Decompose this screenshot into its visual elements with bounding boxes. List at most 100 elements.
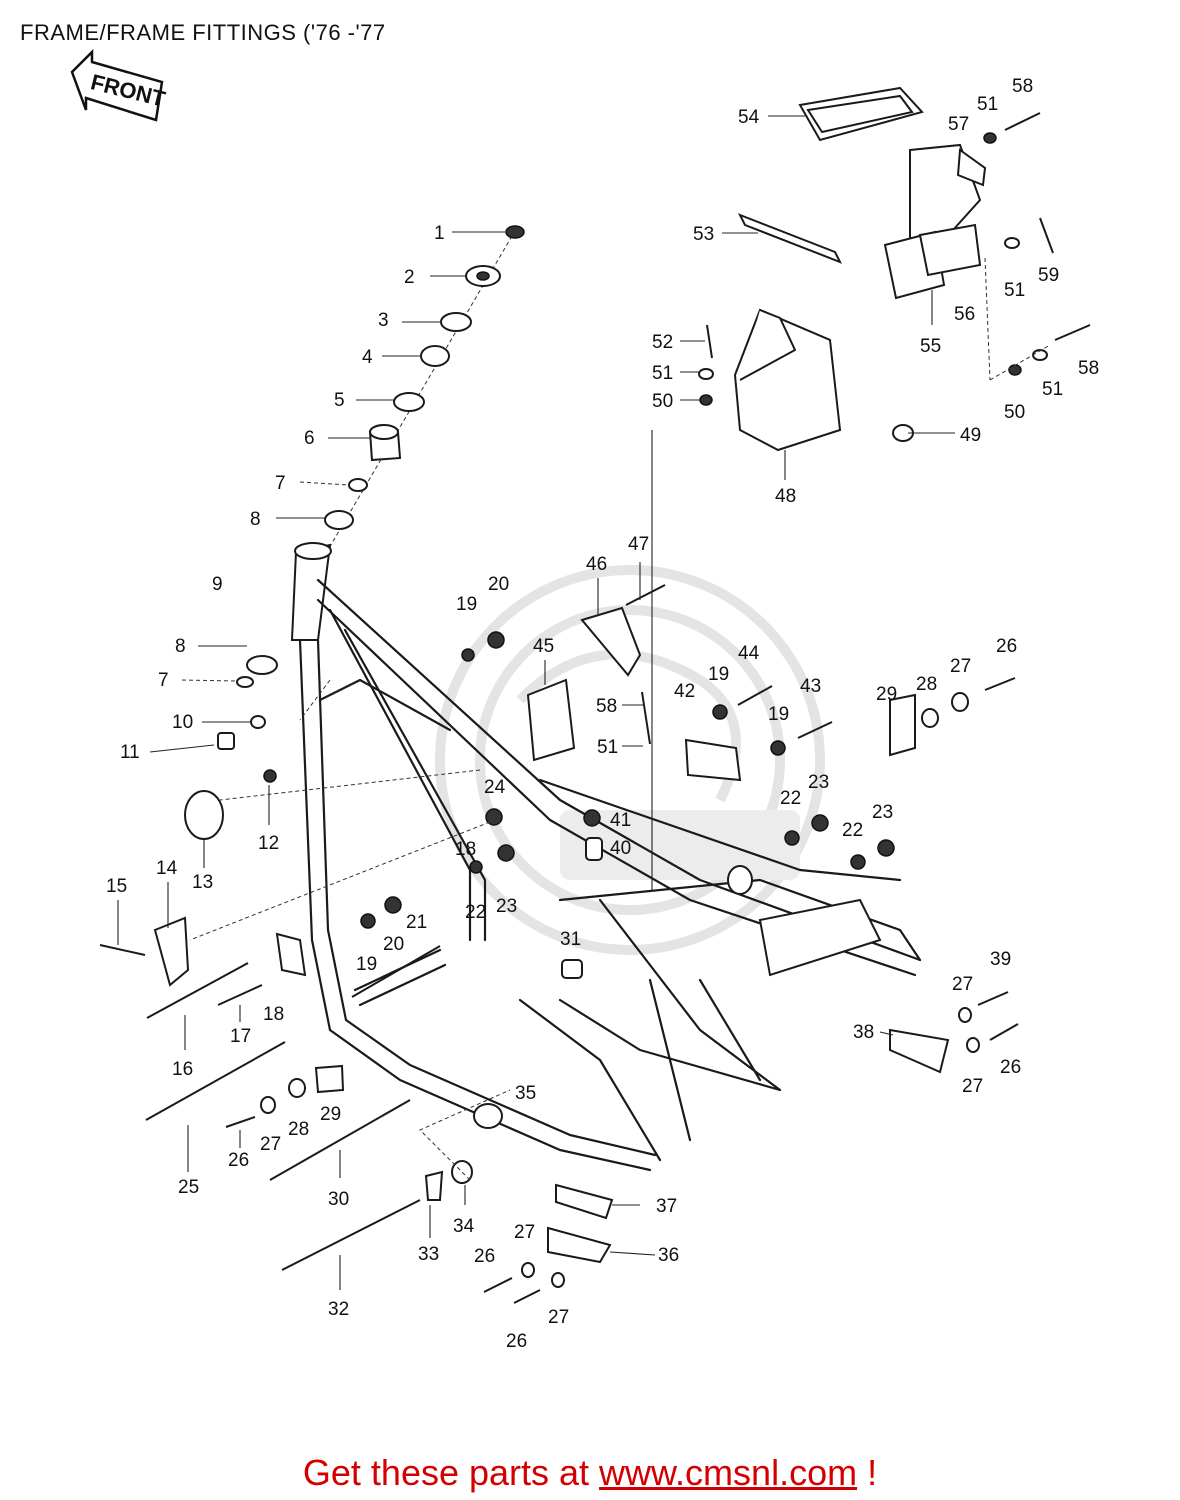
part-19-nut xyxy=(360,913,376,929)
callout-20-upper: 20 xyxy=(488,574,509,595)
callout-57: 57 xyxy=(948,114,969,135)
callout-18-upper: 18 xyxy=(455,839,476,860)
part-31-collar xyxy=(561,959,583,979)
callout-41: 41 xyxy=(610,810,631,831)
part-53-strap xyxy=(737,213,843,264)
part-40-collar xyxy=(585,837,603,861)
part-8-race xyxy=(324,510,354,530)
part-29-bracket xyxy=(314,1064,345,1094)
steering-head-stack xyxy=(324,225,525,556)
callout-17: 17 xyxy=(230,1026,251,1047)
callout-51: 51 xyxy=(652,363,673,384)
callout-26-bottom-b: 26 xyxy=(506,1331,527,1352)
callout-38: 38 xyxy=(853,1022,874,1043)
part-1-bolt xyxy=(505,225,525,239)
callout-21: 21 xyxy=(406,912,427,933)
callout-47: 47 xyxy=(628,534,649,555)
part-56-holder xyxy=(918,223,982,277)
part-58-bolt-right xyxy=(1054,324,1091,341)
footer-url[interactable]: www.cmsnl.com xyxy=(599,1452,858,1493)
part-5-washer xyxy=(393,392,425,412)
front-arrow: FRONT xyxy=(70,48,168,122)
callout-23-mid: 23 xyxy=(808,772,829,793)
callout-12: 12 xyxy=(258,833,279,854)
callout-50: 50 xyxy=(652,391,673,412)
callout-24: 24 xyxy=(484,777,506,798)
leader-lines xyxy=(117,115,955,1290)
callout-39: 39 xyxy=(990,949,1011,970)
callout-19: 19 xyxy=(356,954,377,975)
part-3-washer xyxy=(440,312,472,332)
part-30-bolt xyxy=(269,1099,411,1181)
callout-35: 35 xyxy=(515,1083,536,1104)
callout-58-right: 58 xyxy=(1078,358,1099,379)
part-32-bolt xyxy=(281,1199,421,1271)
part-14-bracket xyxy=(153,916,190,987)
watermark-logo xyxy=(435,565,825,955)
part-29-bracket-right xyxy=(889,693,916,757)
part-33-clip xyxy=(424,1170,444,1201)
callout-51-mid: 51 xyxy=(1004,280,1025,301)
callout-58: 58 xyxy=(1012,76,1033,97)
callout-22-right: 22 xyxy=(842,820,863,841)
part-27-washer-right xyxy=(951,692,969,712)
callout-labels: 1 2 3 4 5 6 7 8 9 8 7 10 11 12 13 14 15 … xyxy=(106,76,1099,1352)
callout-5: 5 xyxy=(334,390,345,411)
footer-suffix: ! xyxy=(857,1452,878,1493)
callout-32: 32 xyxy=(328,1299,349,1320)
part-28-washer-right xyxy=(921,708,939,728)
callout-53: 53 xyxy=(693,224,714,245)
part-48-battery-box xyxy=(733,308,842,452)
footer-prefix: Get these parts at xyxy=(302,1452,600,1493)
callout-59: 59 xyxy=(1038,265,1059,286)
callout-49: 49 xyxy=(960,425,981,446)
callout-51-right: 51 xyxy=(1042,379,1063,400)
part-11-collar xyxy=(217,732,235,750)
part-58-bolt-lower xyxy=(641,691,651,745)
main-frame xyxy=(290,542,922,1172)
part-35-stay xyxy=(473,1103,503,1129)
footer-link[interactable]: Get these parts at www.cmsnl.com ! xyxy=(0,1452,1180,1494)
callout-28: 28 xyxy=(288,1119,309,1140)
callout-15: 15 xyxy=(106,876,127,897)
callout-23-right: 23 xyxy=(872,802,893,823)
part-20-nut xyxy=(384,896,402,914)
part-13-reflector xyxy=(184,790,224,840)
callout-51-lower: 51 xyxy=(597,737,618,758)
part-44-bolt xyxy=(737,685,773,706)
callout-33: 33 xyxy=(418,1244,439,1265)
callout-28-right: 28 xyxy=(916,674,937,695)
callout-22-mid: 22 xyxy=(780,788,801,809)
callout-16: 16 xyxy=(172,1059,193,1080)
part-57-clip xyxy=(956,148,987,187)
callout-27-right-b: 27 xyxy=(962,1076,983,1097)
part-17-bolt xyxy=(217,984,263,1006)
callout-7-lower: 7 xyxy=(158,670,169,691)
callout-26-bottom-a: 26 xyxy=(474,1246,495,1267)
callout-14: 14 xyxy=(156,858,178,879)
callout-29-right: 29 xyxy=(876,684,897,705)
callout-44: 44 xyxy=(738,643,760,664)
callout-56: 56 xyxy=(954,304,975,325)
part-25-bolt xyxy=(145,1041,286,1121)
part-38-bracket xyxy=(889,1028,950,1074)
part-47-bolt xyxy=(625,584,666,606)
part-46-bracket xyxy=(580,606,642,677)
part-39-bolt xyxy=(977,991,1009,1006)
callout-1: 1 xyxy=(434,223,445,244)
callout-19-right: 19 xyxy=(768,704,789,725)
part-41-nut xyxy=(583,809,601,827)
callout-27-right-top: 27 xyxy=(950,656,971,677)
callout-40: 40 xyxy=(610,838,631,859)
part-16-bolt xyxy=(146,962,249,1019)
callout-27-right-a: 27 xyxy=(952,974,973,995)
callout-11: 11 xyxy=(120,742,140,763)
part-58-bolt-top xyxy=(1004,112,1041,131)
diagram-title: FRAME/FRAME FITTINGS ('76 -'77 xyxy=(20,20,386,45)
callout-50-right: 50 xyxy=(1004,402,1025,423)
callout-34: 34 xyxy=(453,1216,475,1237)
callout-7: 7 xyxy=(275,473,286,494)
part-26-bolt xyxy=(225,1116,256,1128)
callout-45: 45 xyxy=(533,636,554,657)
callout-27: 27 xyxy=(260,1134,281,1155)
